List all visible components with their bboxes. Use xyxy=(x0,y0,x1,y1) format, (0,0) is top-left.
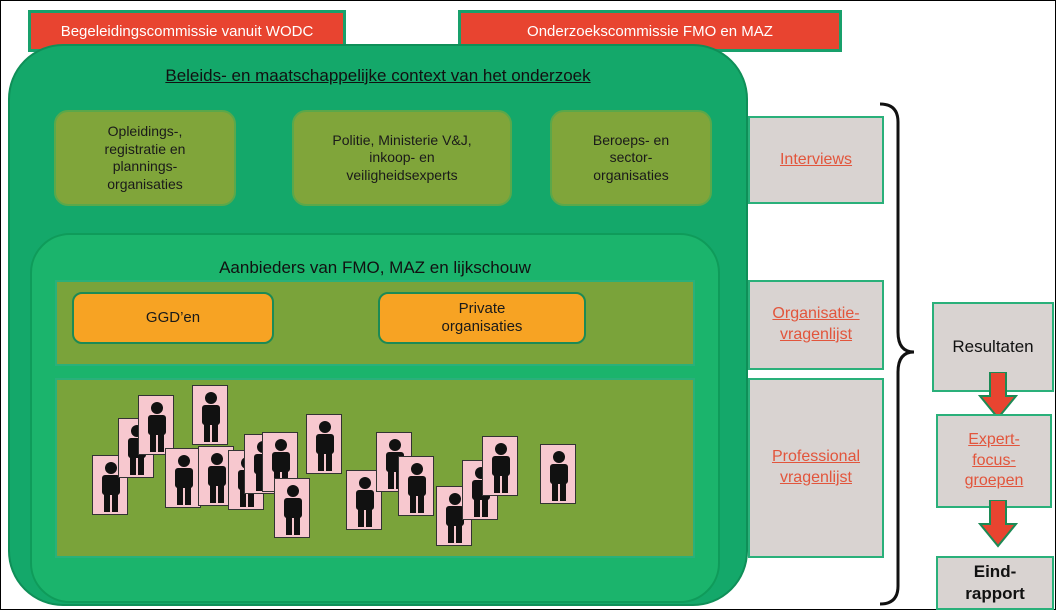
focus-groups-box: Expert- focus- groepen xyxy=(936,414,1052,508)
private-orgs-box: Private organisaties xyxy=(378,292,586,344)
arrow-down-icon xyxy=(978,500,1018,548)
person-icon xyxy=(274,478,310,538)
prof-survey-link[interactable]: Professional vragenlijst xyxy=(771,448,861,486)
results-label: Resultaten xyxy=(952,337,1034,356)
prof-survey-label: Professional vragenlijst xyxy=(748,378,884,558)
providers-title: Aanbieders van FMO, MAZ en lijkschouw xyxy=(219,258,531,277)
person-icon xyxy=(306,414,342,474)
sector-orgs-box: Beroeps- en sector- organisaties xyxy=(550,110,712,206)
final-report-label: Eind- rapport xyxy=(965,561,1025,603)
person-icon xyxy=(165,448,201,508)
org-survey-link[interactable]: Organisatie- vragenlijst xyxy=(772,305,860,343)
person-icon xyxy=(138,395,174,455)
police-ministry-box: Politie, Ministerie V&J, inkoop- en veil… xyxy=(292,110,512,206)
person-icon xyxy=(192,385,228,445)
context-title: Beleids- en maatschappelijke context van… xyxy=(165,66,591,85)
final-report-box: Eind- rapport xyxy=(936,556,1054,610)
person-icon xyxy=(540,444,576,504)
person-icon xyxy=(398,456,434,516)
training-orgs-box: Opleidings-, registratie en plannings- o… xyxy=(54,110,236,206)
brace-icon xyxy=(880,102,915,606)
person-icon xyxy=(482,436,518,496)
focus-groups-link[interactable]: Expert- focus- groepen xyxy=(964,430,1024,490)
arrow-down-icon xyxy=(978,372,1018,420)
interviews-label: Interviews xyxy=(748,116,884,204)
ggd-box: GGD’en xyxy=(72,292,274,344)
org-survey-label: Organisatie- vragenlijst xyxy=(748,280,884,370)
interviews-link[interactable]: Interviews xyxy=(779,150,853,168)
